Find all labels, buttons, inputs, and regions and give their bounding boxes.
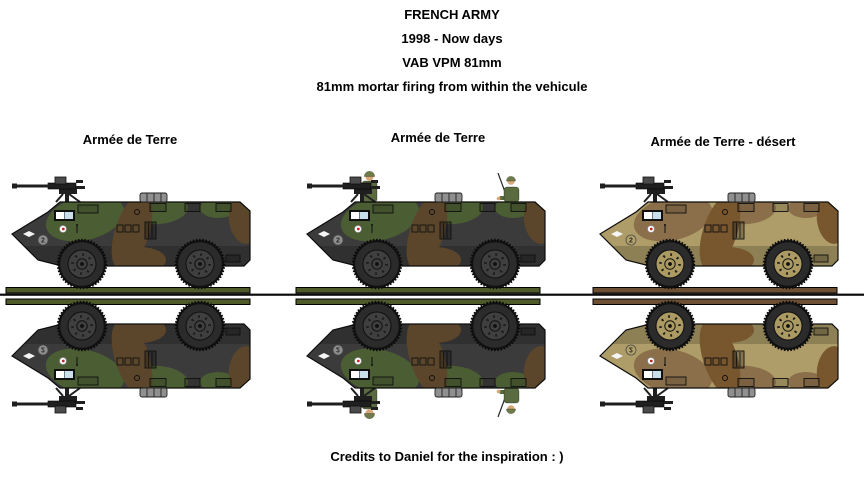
ground-strip-2-reflection bbox=[295, 298, 541, 305]
vab-desert-reflection bbox=[598, 302, 850, 413]
title-description: 81mm mortar firing from within the vehic… bbox=[316, 79, 588, 94]
mirror-divider-line bbox=[0, 293, 864, 296]
ground-strip-3 bbox=[592, 287, 838, 294]
vab-woodland-reflection bbox=[10, 302, 262, 413]
credits-text: Credits to Daniel for the inspiration : … bbox=[330, 449, 564, 464]
ground-strip-3-reflection bbox=[592, 298, 838, 305]
column-label-armee-de-terre-2: Armée de Terre bbox=[390, 130, 486, 145]
title-vehicle-name: VAB VPM 81mm bbox=[402, 55, 502, 70]
vehicle-scene: 2 bbox=[0, 170, 864, 420]
title-army: FRENCH ARMY bbox=[404, 7, 500, 22]
title-period: 1998 - Now days bbox=[401, 31, 503, 46]
ground-strip-1-reflection bbox=[5, 298, 251, 305]
column-label-armee-de-terre-1: Armée de Terre bbox=[82, 132, 178, 147]
vab-desert-side-view bbox=[598, 177, 850, 288]
ground-strip-2 bbox=[295, 287, 541, 294]
ground-strip-1 bbox=[5, 287, 251, 294]
vab-woodland-side-view bbox=[10, 177, 262, 288]
column-label-armee-de-terre-desert: Armée de Terre - désert bbox=[650, 134, 796, 149]
